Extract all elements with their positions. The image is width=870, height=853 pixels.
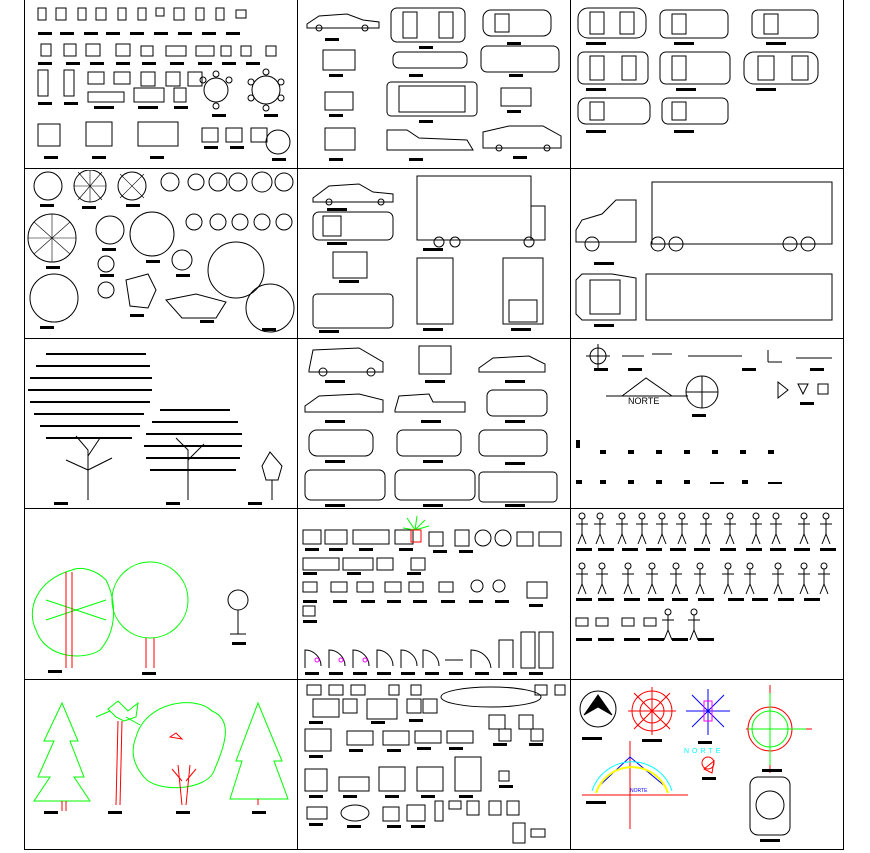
north-arrow-icon: NORTE xyxy=(576,344,832,484)
car-icon xyxy=(306,7,562,161)
sofas-doors-panel xyxy=(299,510,569,678)
conifers-palms-panel xyxy=(26,681,296,848)
grid-line xyxy=(24,849,844,850)
grid-line xyxy=(570,0,571,850)
cars-plan-panel xyxy=(572,2,842,167)
grid-line xyxy=(24,508,844,509)
north-symbols-panel: NORTE xyxy=(572,340,842,507)
grid-line xyxy=(843,0,844,850)
office-furniture-panel xyxy=(299,681,569,848)
trees-plan-panel xyxy=(26,170,296,337)
truck-icon xyxy=(312,175,546,333)
car-icon xyxy=(577,7,819,133)
tree-icon xyxy=(33,700,289,814)
truck-icon xyxy=(575,181,833,327)
north-label-small: NORTE xyxy=(630,788,648,794)
grid-line xyxy=(24,168,844,169)
compass-icon: NORTE NORTE xyxy=(579,685,812,842)
plant-pot-icon xyxy=(410,529,422,543)
north-label: NORTE xyxy=(628,396,659,406)
cars-elevation-panel xyxy=(299,2,569,167)
grid-line xyxy=(24,0,25,850)
desk-icon xyxy=(304,684,566,844)
trees-green-panel xyxy=(26,510,296,678)
semi-truck-panel xyxy=(572,170,842,337)
grid-line xyxy=(24,679,844,680)
car-icon xyxy=(304,345,558,507)
vans-trucks-panel xyxy=(299,170,569,337)
cad-block-sheet: NORTE xyxy=(24,0,844,850)
grid-line xyxy=(24,338,844,339)
grid-line xyxy=(297,0,298,850)
north-arrows-color-panel: NORTE NORTE xyxy=(572,681,842,848)
tree-plan-icon xyxy=(27,170,295,333)
trees-hatched-panel xyxy=(26,340,296,507)
sofa-icon xyxy=(302,515,562,675)
person-icon xyxy=(575,512,836,641)
tree-icon xyxy=(31,561,249,675)
north-label: NORTE xyxy=(684,748,723,755)
furniture-plan-panel xyxy=(26,2,296,167)
tree-icon xyxy=(28,353,283,505)
furniture-icon xyxy=(37,7,291,161)
vehicles-mixed-panel xyxy=(299,340,569,507)
people-panel xyxy=(572,510,842,678)
